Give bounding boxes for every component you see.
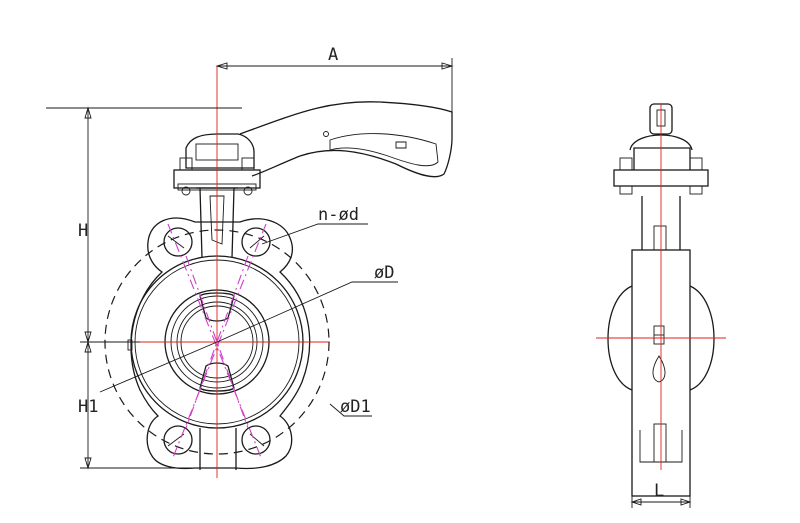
handle-lever (239, 101, 453, 178)
flange-tick (127, 339, 133, 351)
disc-hub-bottom (199, 362, 235, 392)
side-view: L (596, 103, 726, 508)
bolt-hole-top-left (163, 227, 193, 257)
front-view: A H H1 n-ød øD øD1 (46, 45, 454, 478)
label-H: H (78, 221, 88, 241)
bolt-hole-bottom-left (163, 425, 193, 455)
handle-head (185, 133, 255, 169)
label-holes: n-ød (318, 205, 359, 225)
label-D1: øD1 (340, 397, 371, 417)
leader-D (216, 281, 398, 343)
bolt-hole-bottom-right (241, 425, 271, 455)
label-H1: H1 (78, 397, 98, 417)
valve-body-outline (130, 217, 311, 470)
bolt-hole-top-right (241, 227, 271, 257)
neck-window (209, 195, 225, 245)
label-L: L (654, 481, 664, 501)
label-D: øD (374, 263, 394, 283)
label-A: A (328, 45, 338, 65)
leader-D1 (329, 403, 372, 417)
leader-holes (261, 223, 368, 245)
bottom-stem (199, 428, 237, 470)
handle-grip (329, 133, 439, 167)
side-disc (607, 285, 715, 391)
